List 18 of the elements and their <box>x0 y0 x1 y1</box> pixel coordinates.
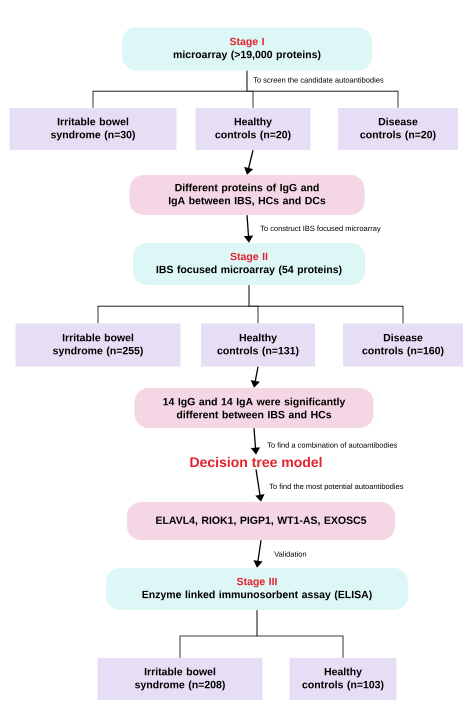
group-box: Irritable bowel syndrome (n=255) <box>16 324 180 366</box>
result-box: ELAVL4, RIOK1, PIGP1, WT1-AS, EXOSC5 <box>127 502 395 540</box>
result-box: 14 IgG and 14 IgA were significantly different between IBS and HCs <box>134 388 374 428</box>
group-box: Healthy controls (n=103) <box>290 658 396 700</box>
stage-box: Stage II IBS focused microarray (54 proteins) <box>133 243 365 285</box>
model-heading: Decision tree model <box>190 456 322 468</box>
group-box: Healthy controls (n=20) <box>196 108 310 150</box>
group-box: Disease controls (n=20) <box>338 108 458 150</box>
stage-box: Stage III Enzyme linked immunosorbent assay (ELISA) <box>106 568 408 610</box>
tree-connector <box>248 284 404 324</box>
group-box: Disease controls (n=160) <box>343 324 463 366</box>
tree-connector <box>246 70 398 108</box>
group-box: Healthy controls (n=131) <box>201 324 315 366</box>
group-box: Irritable bowel syndrome (n=208) <box>98 658 262 700</box>
group-box: Irritable bowel syndrome (n=30) <box>10 108 176 150</box>
stage-box: Stage I microarray (>19,000 proteins) <box>122 28 372 70</box>
result-box: Different proteins of IgG and IgA between IBS, HCs and DCs <box>130 175 364 215</box>
tree-connector <box>256 610 344 658</box>
